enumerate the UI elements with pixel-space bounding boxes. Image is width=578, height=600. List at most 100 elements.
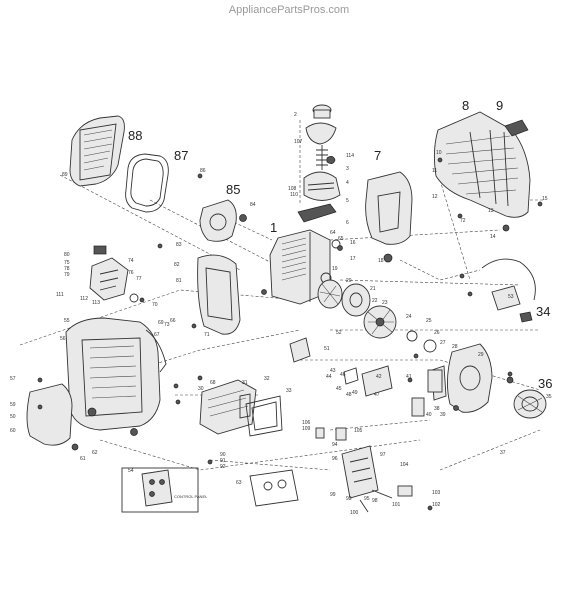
callout-103: 103 bbox=[432, 490, 441, 496]
callout-86: 86 bbox=[200, 168, 206, 174]
watermark-text: AppliancePartsPros.com bbox=[229, 4, 349, 16]
callout-64: 64 bbox=[330, 230, 336, 236]
callout-98: 98 bbox=[372, 498, 378, 504]
callout-9: 9 bbox=[496, 98, 503, 113]
callout-43: 43 bbox=[330, 368, 336, 374]
callout-105: 105 bbox=[354, 428, 363, 434]
callout-38: 38 bbox=[434, 406, 440, 412]
callout-18: 18 bbox=[378, 258, 384, 264]
callout-61: 61 bbox=[80, 456, 86, 462]
callout-111: 111 bbox=[56, 292, 64, 298]
callout-76: 76 bbox=[128, 270, 134, 276]
callout-28: 28 bbox=[452, 344, 458, 350]
callout-44: 44 bbox=[326, 374, 332, 380]
callout-39: 39 bbox=[440, 412, 446, 418]
callout-91: 91 bbox=[220, 458, 226, 464]
callout-82: 82 bbox=[174, 262, 180, 268]
callout-102: 102 bbox=[432, 502, 441, 508]
part-50-front-housing bbox=[65, 317, 167, 431]
fasteners bbox=[37, 157, 543, 511]
callout-20: 20 bbox=[346, 278, 352, 284]
callout-11: 11 bbox=[432, 168, 437, 174]
callout-47: 47 bbox=[374, 392, 380, 398]
callout-72: 72 bbox=[460, 218, 466, 224]
callout-42: 42 bbox=[376, 374, 382, 380]
part-1-engine bbox=[269, 203, 341, 305]
callout-6: 6 bbox=[346, 220, 349, 226]
callout-80: 80 bbox=[64, 252, 70, 258]
part-8-frame bbox=[433, 111, 531, 218]
callout-110: 110 bbox=[290, 192, 298, 198]
callout-5: 5 bbox=[346, 198, 349, 204]
callout-74: 74 bbox=[128, 258, 134, 264]
callout-90: 90 bbox=[220, 452, 226, 458]
callout-37: 37 bbox=[500, 450, 506, 456]
callout-13: 13 bbox=[488, 208, 494, 214]
callout-19: 19 bbox=[332, 266, 338, 272]
callout-57: 57 bbox=[10, 376, 16, 382]
part-34-carburetor bbox=[481, 258, 536, 323]
callout-32: 32 bbox=[264, 376, 270, 382]
callout-27: 27 bbox=[440, 340, 446, 346]
part-7-side-cover bbox=[365, 171, 413, 263]
control-panel-inset: CONTROL PANEL bbox=[121, 467, 208, 513]
part-33-square-gasket bbox=[245, 395, 283, 437]
part-36-recoil-starter bbox=[506, 376, 547, 419]
callout-46: 46 bbox=[340, 372, 346, 378]
callout-73: 73 bbox=[164, 322, 170, 328]
part-88-rear-cover bbox=[69, 115, 125, 187]
callout-7: 7 bbox=[374, 148, 381, 163]
callout-25: 25 bbox=[426, 318, 432, 324]
control-panel-caption: CONTROL PANEL bbox=[174, 494, 208, 499]
callouts-small: 2 107 114 3 4 108 5 6 86 84 89 10 11 12 … bbox=[10, 112, 552, 516]
fuel-valve-assembly bbox=[89, 245, 139, 303]
callout-17: 17 bbox=[350, 256, 356, 262]
callout-60: 60 bbox=[10, 428, 16, 434]
callout-89: 89 bbox=[62, 172, 68, 178]
callout-78: 78 bbox=[64, 266, 70, 272]
callout-21: 21 bbox=[370, 286, 376, 292]
callout-23: 23 bbox=[382, 300, 388, 306]
callout-100: 100 bbox=[350, 510, 359, 516]
callout-87: 87 bbox=[174, 148, 188, 163]
callout-34: 34 bbox=[536, 304, 550, 319]
callout-40: 40 bbox=[426, 412, 432, 418]
callout-48: 48 bbox=[346, 392, 352, 398]
callout-41: 41 bbox=[406, 374, 412, 380]
callout-88: 88 bbox=[128, 128, 142, 143]
callout-65: 65 bbox=[338, 236, 344, 242]
callout-51: 51 bbox=[324, 346, 330, 352]
callout-95: 95 bbox=[364, 496, 370, 502]
callout-112: 112 bbox=[80, 296, 88, 302]
part-20-rotor-stator bbox=[317, 279, 397, 339]
callout-3: 3 bbox=[346, 166, 349, 172]
callout-113: 113 bbox=[92, 300, 100, 306]
part-2-fuel-cap-assembly bbox=[303, 104, 341, 201]
part-31-inverter bbox=[199, 379, 257, 435]
callout-75: 75 bbox=[64, 260, 70, 266]
part-58-front-plate bbox=[26, 383, 97, 451]
callout-36: 36 bbox=[538, 376, 552, 391]
part-63-panel-plate bbox=[249, 469, 299, 507]
callout-45: 45 bbox=[336, 386, 342, 392]
callout-31: 31 bbox=[242, 380, 248, 386]
callout-109: 109 bbox=[302, 426, 311, 432]
callout-69: 69 bbox=[158, 320, 164, 326]
callout-96: 96 bbox=[332, 456, 338, 462]
callout-85: 85 bbox=[226, 182, 240, 197]
callout-67: 67 bbox=[154, 332, 160, 338]
callout-108: 108 bbox=[288, 186, 297, 192]
callout-35: 35 bbox=[546, 394, 552, 400]
side-panel-left bbox=[197, 254, 241, 335]
callout-101: 101 bbox=[392, 502, 401, 508]
part-85-fan-cover bbox=[199, 199, 247, 242]
callouts-large: 88 87 85 8 9 7 1 34 36 bbox=[128, 98, 552, 391]
callout-49: 49 bbox=[352, 390, 358, 396]
callout-56: 56 bbox=[60, 336, 66, 342]
callout-104: 104 bbox=[400, 462, 409, 468]
callout-12: 12 bbox=[432, 194, 438, 200]
callout-29: 29 bbox=[478, 352, 484, 358]
callout-66: 66 bbox=[170, 318, 176, 324]
callout-30: 30 bbox=[198, 386, 204, 392]
